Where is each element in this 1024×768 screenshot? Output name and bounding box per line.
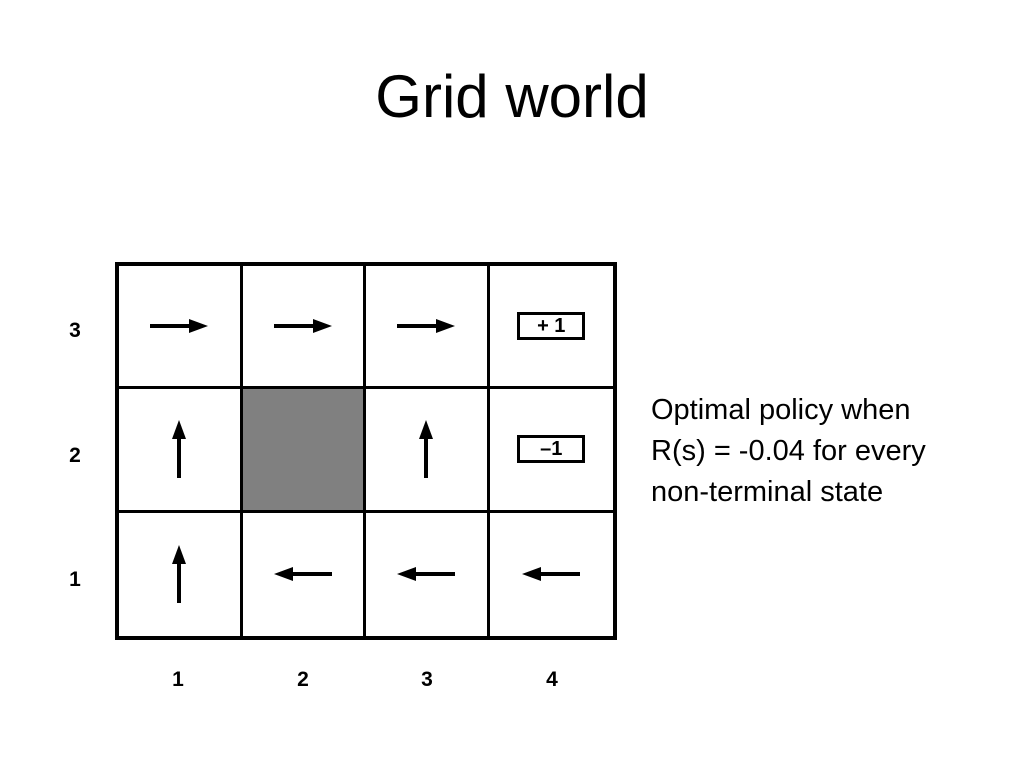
grid-cell (489, 512, 613, 636)
arrow-left-icon (273, 567, 332, 582)
arrow-left-icon (522, 567, 581, 582)
arrow-right-icon (273, 319, 332, 334)
arrow-up-icon (419, 420, 434, 479)
row-label-3: 3 (69, 319, 81, 342)
arrow-right-icon (150, 319, 209, 334)
arrow-left-icon (397, 567, 456, 582)
policy-caption: Optimal policy when R(s) = -0.04 for eve… (651, 390, 1011, 513)
grid-cell (366, 266, 490, 390)
grid-cell: + 1 (489, 266, 613, 390)
arrow-right-icon (397, 319, 456, 334)
terminal-reward-box: + 1 (517, 312, 586, 341)
grid-cell (242, 266, 366, 390)
col-label-4: 4 (546, 668, 558, 691)
grid-cell (366, 389, 490, 513)
caption-line-3: non-terminal state (651, 476, 884, 508)
terminal-reward-box: –1 (517, 435, 586, 464)
grid-cell (119, 389, 243, 513)
grid-cell: –1 (489, 389, 613, 513)
slide-title: Grid world (375, 63, 649, 130)
caption-line-2: R(s) = -0.04 for every (651, 435, 926, 467)
grid-cell (119, 266, 243, 390)
grid-cell (366, 512, 490, 636)
row-label-2: 2 (69, 444, 81, 467)
caption-line-1: Optimal policy when (651, 394, 911, 426)
arrow-up-icon (172, 420, 187, 479)
arrow-up-icon (172, 545, 187, 604)
grid-world: + 1 –1 (115, 262, 617, 640)
col-label-1: 1 (172, 668, 184, 691)
grid-cell (242, 512, 366, 636)
col-label-3: 3 (421, 668, 433, 691)
wall-cell (242, 389, 366, 513)
col-label-2: 2 (297, 668, 309, 691)
grid-cell (119, 512, 243, 636)
row-label-1: 1 (69, 568, 81, 591)
